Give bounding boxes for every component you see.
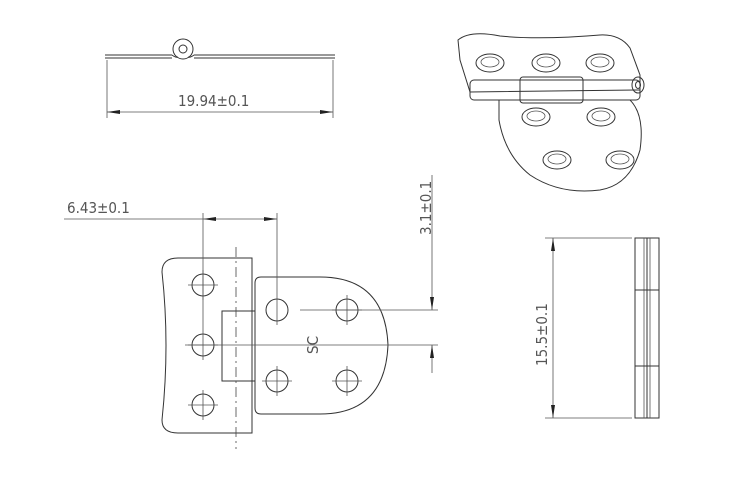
hole-spacing-dimension: 3.1±0.1 — [417, 181, 435, 235]
side-view-top: 19.94±0.1 — [105, 38, 335, 118]
side-view-right: 15.5±0.1 — [533, 237, 660, 419]
length-dimension: 19.94±0.1 — [178, 92, 249, 110]
hole-offset-dimension: 6.43±0.1 — [67, 199, 130, 217]
front-view: SC 6.43±0.1 3.1±0.1 — [64, 175, 438, 449]
isometric-view — [457, 33, 645, 192]
height-dimension: 15.5±0.1 — [533, 303, 551, 366]
isometric-holes — [475, 53, 635, 170]
